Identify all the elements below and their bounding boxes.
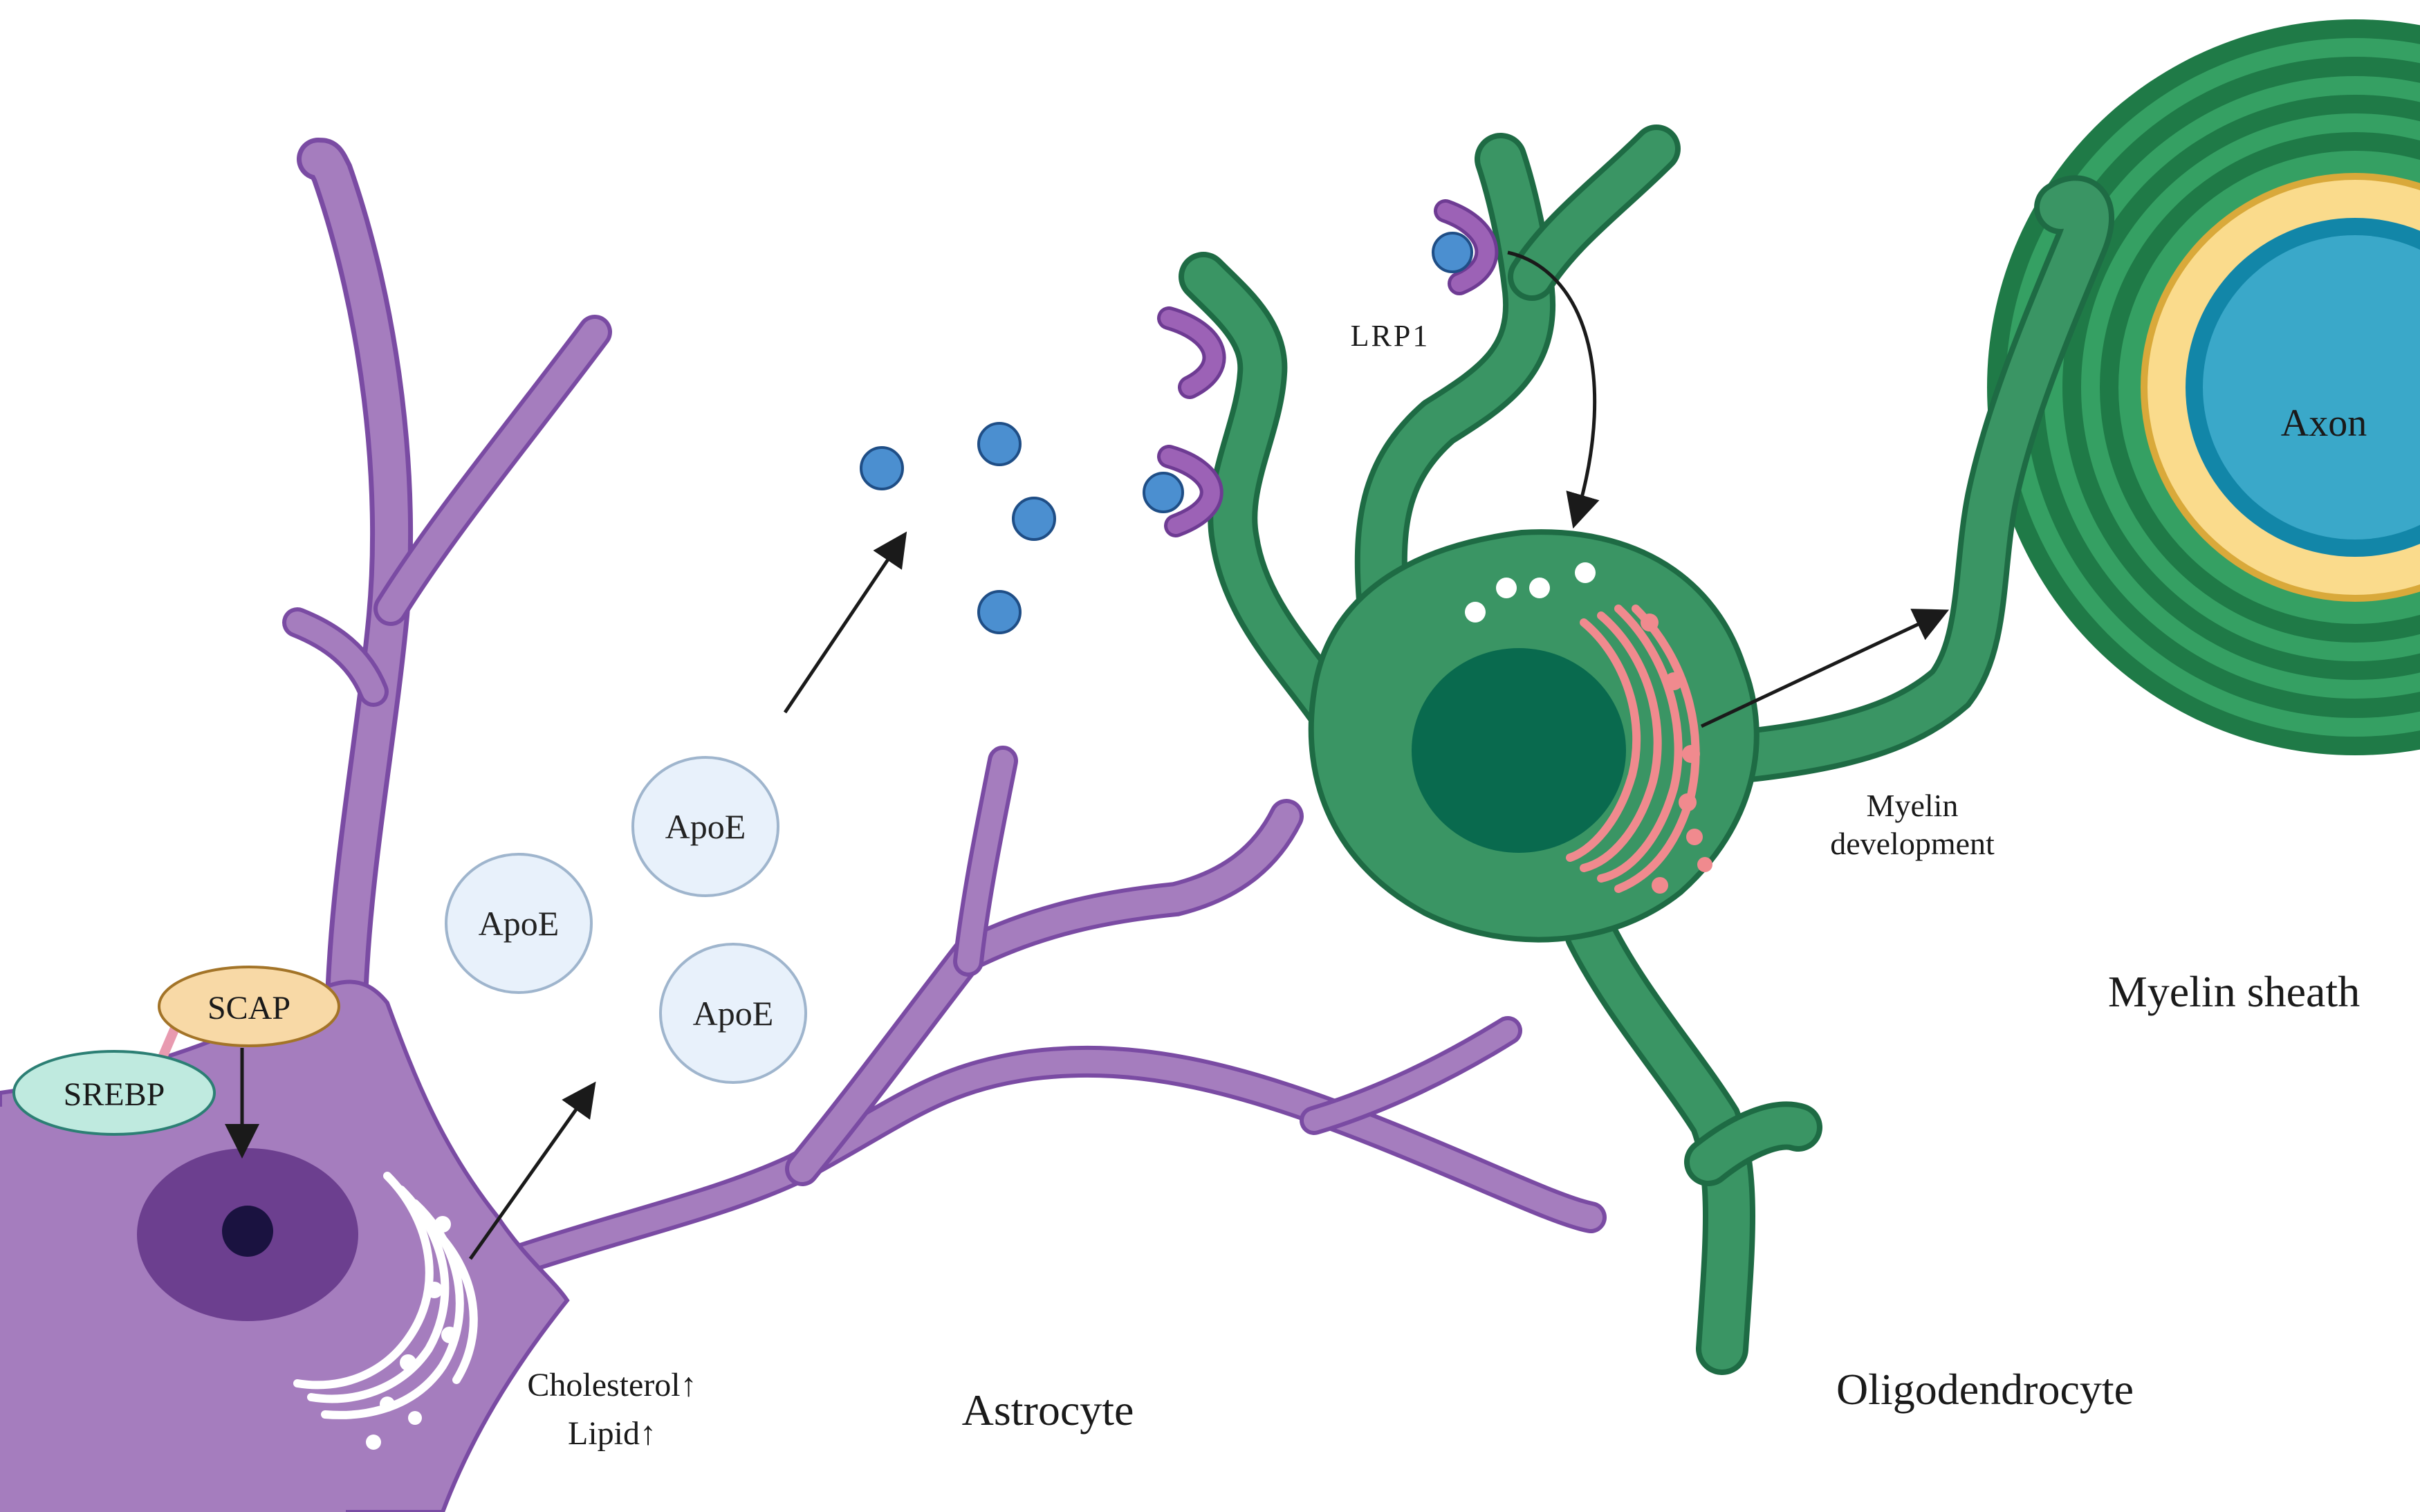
astro-golgi: [293, 1172, 478, 1419]
arrows: [225, 250, 1950, 1260]
oligo-vesicle: [1529, 578, 1550, 598]
scap-label: SCAP: [207, 990, 290, 1026]
axon-label: Axon: [2281, 402, 2367, 445]
lrp1-label: LRP1: [1351, 319, 1430, 353]
bound-particle-1: [1143, 472, 1184, 513]
scap-srebp-complex: SREBP SCAP: [12, 966, 340, 1136]
arrow-golgi-to-apoe: [468, 1081, 596, 1260]
astro-nucleolus: [222, 1206, 273, 1257]
apoe-bubble-3: [659, 943, 807, 1084]
apoe-label-2: ApoE: [479, 904, 560, 943]
lipid-particles: [860, 422, 1056, 634]
oligo-nucleus: [1412, 648, 1626, 853]
oligo-golgi: [1566, 605, 1700, 893]
arrow-oligo-to-myelin: [1700, 609, 1950, 728]
astrocyte-label: Astrocyte: [962, 1385, 1134, 1435]
srebp-badge: [12, 1050, 216, 1136]
myelin-sheath-label: Myelin sheath: [2108, 967, 2360, 1016]
lipid-particle: [1012, 497, 1056, 541]
apoe-label-1: ApoE: [665, 807, 746, 846]
arrow-apoe-to-particles: [783, 531, 907, 714]
lipid-particle: [977, 422, 1022, 466]
apoe-bubbles: ApoE ApoE ApoE: [445, 756, 807, 1084]
lipid-label: Lipid↑: [568, 1415, 656, 1452]
myelin-sheath: Axon: [1987, 19, 2420, 755]
bound-particle-2: [1432, 232, 1473, 273]
myelin-development-label-line1: Myelin: [1867, 788, 1959, 823]
lrp1-receptors: LRP1: [1143, 199, 1499, 537]
oligo-vesicle: [1575, 562, 1596, 583]
oligo-vesicle: [1496, 578, 1517, 598]
lipid-particle: [977, 590, 1022, 634]
srebp-label: SREBP: [64, 1076, 165, 1113]
oligo-golgi-vesicles: [1641, 614, 1712, 894]
oligodendrocyte-label: Oligodendrocyte: [1836, 1365, 2134, 1414]
scap-badge: [158, 966, 340, 1047]
arrow-lrp1-to-oligo: [1507, 250, 1600, 529]
astro-golgi-vesicles: [366, 1216, 458, 1450]
lipid-particle: [860, 446, 904, 490]
cholesterol-label: Cholesterol↑: [527, 1367, 696, 1403]
apoe-bubble-1: [631, 756, 779, 897]
oligodendrocyte-cell: [1179, 125, 2114, 1375]
myelin-development-label-line2: development: [1830, 826, 1995, 861]
oligo-vesicle: [1465, 602, 1486, 623]
axon: [2203, 235, 2420, 540]
apoe-label-3: ApoE: [693, 994, 774, 1033]
apoe-bubble-2: [445, 853, 593, 994]
